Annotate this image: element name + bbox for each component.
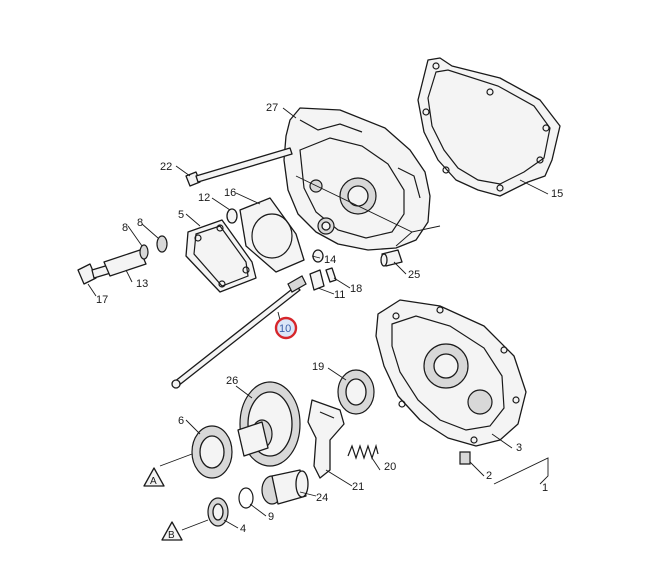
cable-10: [171, 275, 307, 389]
callout-25[interactable]: 25: [408, 269, 420, 281]
bearing-6: [191, 425, 233, 479]
callout-1[interactable]: 1: [542, 482, 548, 494]
highlight-ring: [274, 316, 298, 340]
callout-14[interactable]: 14: [324, 254, 336, 266]
callout-26[interactable]: 26: [226, 375, 238, 387]
callout-22[interactable]: 22: [160, 161, 172, 173]
reference-label-b: B: [168, 530, 175, 541]
callout-21[interactable]: 21: [352, 481, 364, 493]
washer-12: [226, 208, 238, 224]
callout-labels: 27 22 12 16 5 8 8 13 17 14 11 18 25 15 1…: [96, 102, 563, 535]
leader-lines: [87, 107, 549, 531]
cover-plate-5: [185, 219, 257, 293]
callout-20[interactable]: 20: [384, 461, 396, 473]
washer-8b: [156, 235, 168, 253]
drive-gear-24: [261, 469, 309, 505]
snap-ring-9: [238, 487, 254, 509]
highlight-callout-10[interactable]: 10: [274, 316, 298, 340]
gasket-15: [417, 57, 561, 197]
callout-12[interactable]: 12: [198, 192, 210, 204]
callout-13[interactable]: 13: [136, 278, 148, 290]
callout-3[interactable]: 3: [516, 442, 522, 454]
callout-19[interactable]: 19: [312, 361, 324, 373]
callout-8b[interactable]: 8: [137, 217, 143, 229]
callout-5[interactable]: 5: [178, 209, 184, 221]
callout-9[interactable]: 9: [268, 511, 274, 523]
lower-housing-3: [375, 299, 527, 447]
bolt-22: [185, 147, 293, 187]
callout-24[interactable]: 24: [316, 492, 328, 504]
callout-16[interactable]: 16: [224, 187, 236, 199]
shaft-13: [103, 249, 147, 277]
bearing-19: [337, 369, 375, 415]
spring-20: [347, 443, 379, 460]
gasket-16: [239, 197, 305, 273]
upper-housing-27: [283, 107, 431, 251]
callout-4[interactable]: 4: [240, 523, 246, 535]
callout-6a[interactable]: 6: [178, 415, 184, 427]
fitting-18: [325, 267, 337, 283]
callout-2[interactable]: 2: [486, 470, 492, 482]
shift-fork-21: [307, 399, 345, 479]
callout-8a[interactable]: 8: [122, 222, 128, 234]
reference-label-a: A: [150, 476, 157, 487]
callout-17[interactable]: 17: [96, 294, 108, 306]
callout-27[interactable]: 27: [266, 102, 278, 114]
bearing-4: [207, 497, 229, 527]
callout-10[interactable]: 10: [279, 323, 291, 335]
callout-11[interactable]: 11: [334, 289, 345, 301]
callout-18[interactable]: 18: [350, 283, 362, 295]
screw-2: [459, 451, 471, 465]
fitting-14: [312, 249, 324, 263]
reference-triangle-b: B: [161, 521, 183, 541]
gear-26: [237, 381, 301, 467]
pin-25: [380, 249, 403, 267]
fitting-11: [309, 269, 325, 291]
callout-15[interactable]: 15: [551, 188, 563, 200]
washer-8a: [139, 244, 149, 260]
reference-triangle-a: A: [143, 467, 165, 487]
